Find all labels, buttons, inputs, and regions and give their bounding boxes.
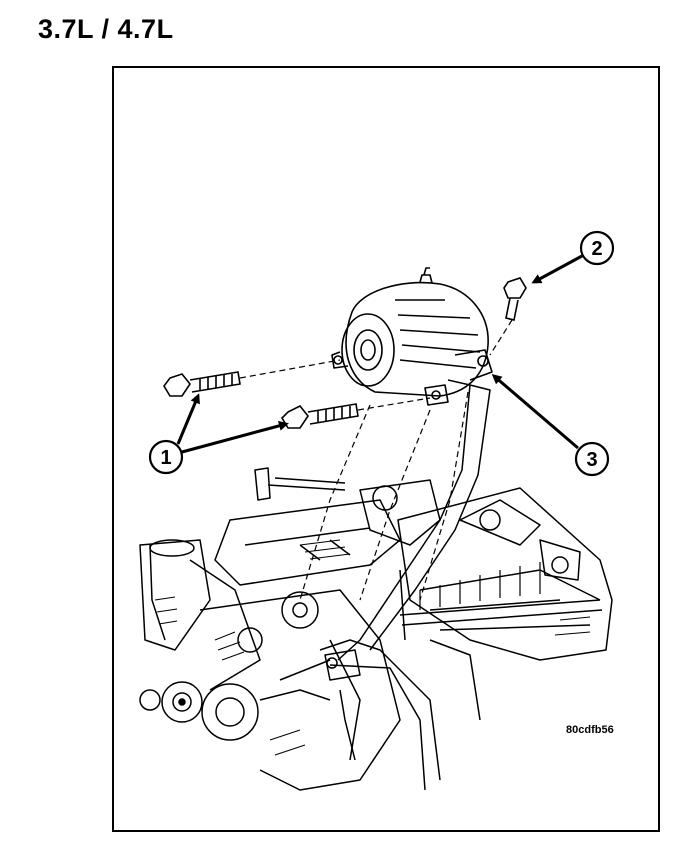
callout-2-circle [579, 230, 615, 266]
page-title: 3.7L / 4.7L [38, 14, 174, 44]
short-bolt [503, 277, 527, 321]
figure-frame [112, 66, 660, 832]
callout-3-label: 3 [586, 449, 597, 471]
callout-1: 1 [148, 393, 289, 475]
callout-1-label: 1 [160, 447, 171, 469]
long-bolt-upper [163, 371, 241, 397]
alignment-lines [239, 319, 513, 601]
callout-3-arrow [491, 374, 579, 450]
alternator-illustration [331, 267, 493, 406]
callout-1-arrow-upper [176, 393, 200, 445]
callout-2-arrow [531, 254, 583, 284]
callout-2-label: 2 [591, 238, 602, 260]
long-bolt-lower [280, 403, 359, 429]
callout-2: 2 [531, 230, 615, 284]
callout-1-arrow-lower [181, 420, 289, 454]
callout-3: 3 [491, 374, 610, 477]
engine-illustration [139, 379, 613, 791]
callout-1-circle [148, 439, 184, 475]
figure-code: 80cdfb56 [566, 724, 614, 736]
callout-3-circle [574, 441, 610, 477]
engine-shading [154, 539, 591, 756]
